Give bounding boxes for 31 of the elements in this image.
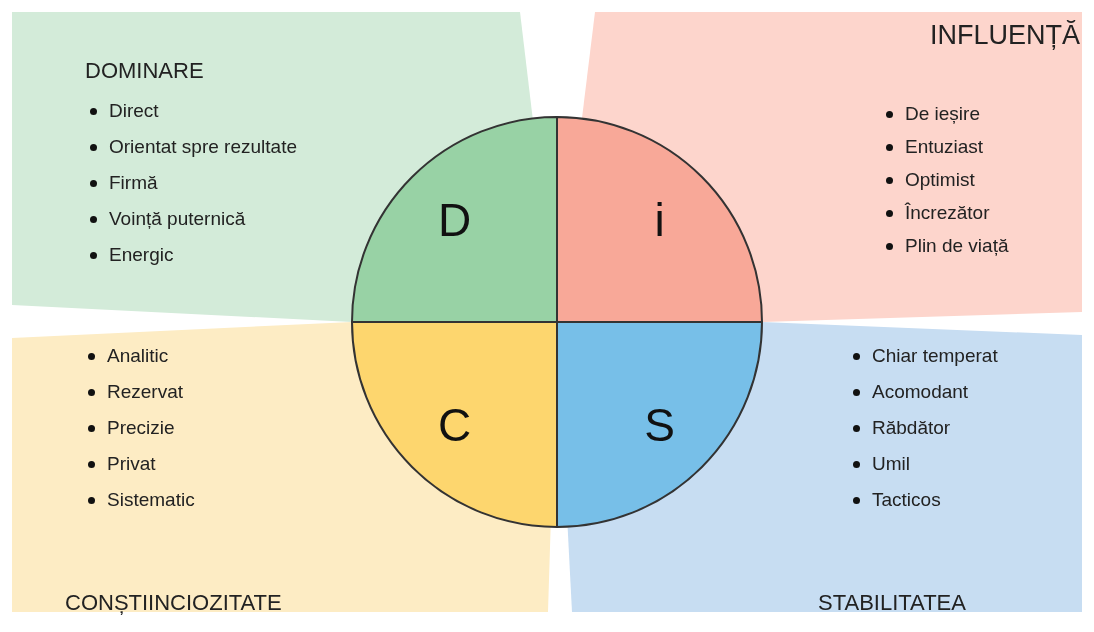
trait-text: Acomodant — [872, 381, 969, 403]
trait-text: Rezervat — [107, 381, 184, 403]
trait-text: Umil — [872, 453, 910, 475]
trait-text: Voință puternică — [109, 208, 246, 230]
trait-text: Precizie — [107, 417, 175, 439]
quadrant-panel — [557, 12, 1082, 322]
trait-text: Privat — [107, 453, 156, 475]
trait-text: Optimist — [905, 169, 975, 191]
trait-text: Răbdător — [872, 417, 951, 439]
quadrant-letter: S — [644, 397, 675, 452]
quadrant-heading: STABILITATEA — [818, 590, 966, 616]
quadrant-heading: CONȘTIINCIOZITATE — [65, 590, 282, 616]
trait-text: Chiar temperat — [872, 345, 998, 367]
trait-text: Analitic — [107, 345, 169, 367]
trait-text: Direct — [109, 100, 159, 122]
quadrant-panel — [12, 12, 557, 322]
trait-text: Energic — [109, 244, 174, 266]
quadrant-heading: DOMINARE — [85, 58, 204, 84]
trait-text: Încrezător — [905, 202, 990, 224]
trait-text: De ieșire — [905, 103, 980, 125]
quadrant-letter: D — [437, 192, 472, 247]
trait-text: Firmă — [109, 172, 158, 194]
quadrant-letter: i — [654, 192, 665, 247]
trait-text: Entuziast — [905, 136, 984, 158]
trait-text: Sistematic — [107, 489, 195, 511]
trait-text: Orientat spre rezultate — [109, 136, 297, 158]
trait-text: Plin de viață — [905, 235, 1009, 257]
quadrant-letter: C — [437, 397, 472, 452]
quadrant-heading: INFLUENȚĂ — [929, 20, 1080, 51]
trait-text: Tacticos — [872, 489, 941, 511]
quadrant-panel — [557, 322, 1082, 612]
